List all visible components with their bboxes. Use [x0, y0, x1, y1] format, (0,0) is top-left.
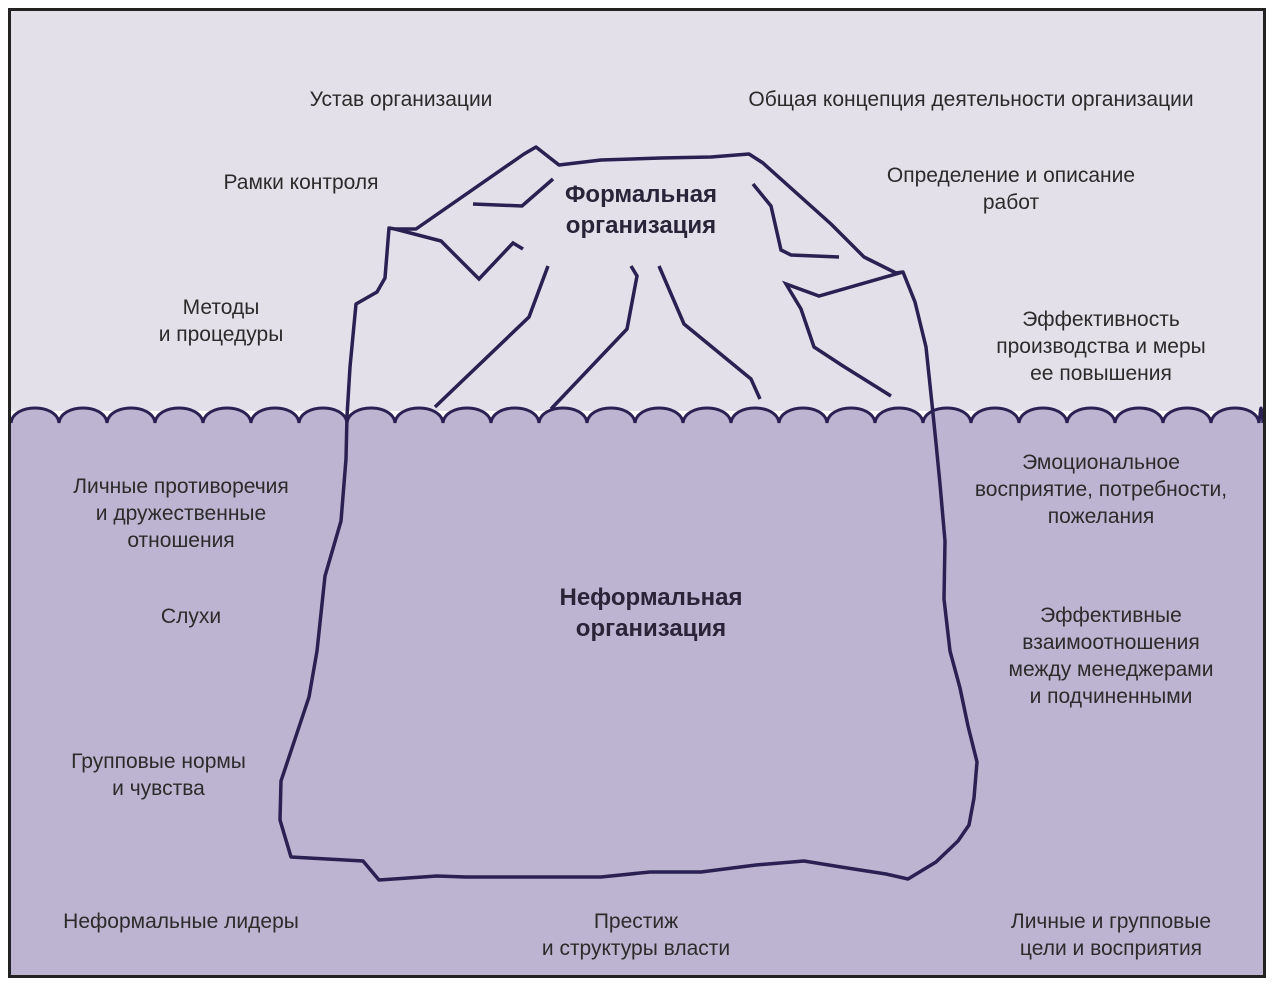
- label-methods: Методы и процедуры: [158, 296, 284, 346]
- crack-4: [549, 265, 639, 411]
- label-general-concept: Общая концепция деятельности организации: [748, 88, 1194, 111]
- crack-1: [394, 227, 524, 282]
- label-charter: Устав организации: [309, 88, 493, 111]
- label-control-frames: Рамки контроля: [223, 171, 379, 194]
- label-emotional: Эмоциональное восприятие, потребности, п…: [974, 451, 1228, 528]
- label-prestige: Престиж и структуры власти: [541, 910, 731, 960]
- crack-2: [472, 177, 555, 208]
- crack-5: [657, 265, 762, 400]
- label-informal-leaders: Неформальные лидеры: [63, 910, 299, 933]
- label-job-definition: Определение и описание работ: [886, 164, 1136, 214]
- informal-organization-title: Неформальная организация: [559, 584, 743, 642]
- diagram-frame: Формальная организация Неформальная орга…: [8, 8, 1266, 978]
- crack-3: [433, 265, 550, 409]
- iceberg-outline: [278, 145, 979, 882]
- formal-organization-title: Формальная организация: [564, 181, 718, 239]
- label-group-norms: Групповые нормы и чувства: [71, 750, 246, 800]
- label-personal-conflicts: Личные противоречия и дружественные отно…: [73, 475, 289, 552]
- below-water-area: [11, 408, 1263, 975]
- iceberg-illustration: [11, 11, 1263, 975]
- label-relations: Эффективные взаимоотношения между менедж…: [1008, 604, 1214, 708]
- label-efficiency: Эффективность производства и меры ее пов…: [996, 308, 1206, 385]
- waterline: [11, 406, 1263, 424]
- above-water-area: [11, 11, 1263, 411]
- crack-6: [751, 182, 840, 259]
- label-goals: Личные и групповые цели и восприятия: [1010, 910, 1212, 960]
- crack-7: [781, 270, 904, 398]
- label-rumors: Слухи: [160, 605, 222, 628]
